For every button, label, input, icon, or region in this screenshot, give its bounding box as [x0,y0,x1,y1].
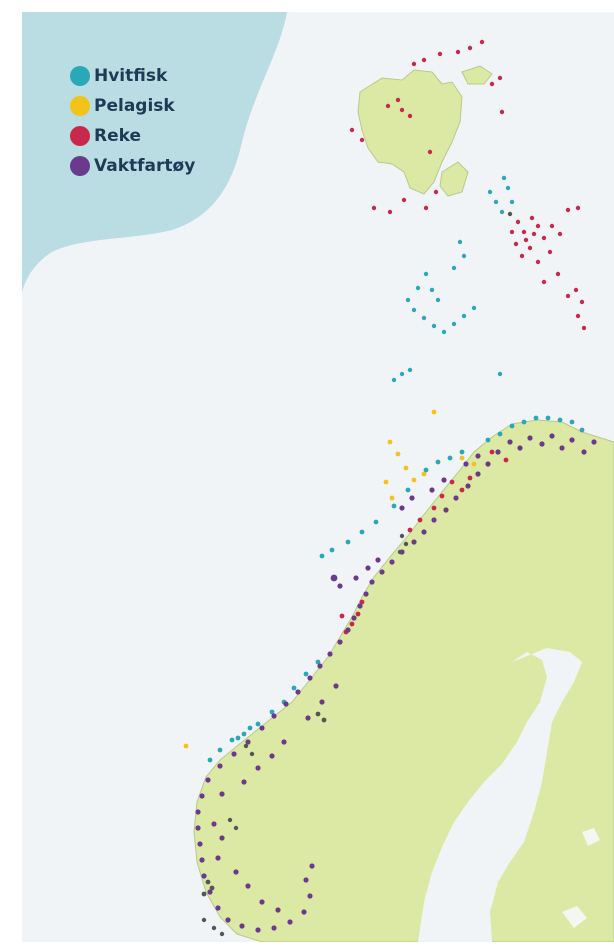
legend-item-hvitfisk: Hvitfisk [70,64,195,88]
track-hvitfisk-coast [207,415,585,763]
track-vaktfartoy [195,433,597,933]
arctic-ocean-region [22,12,287,292]
track-reke-svalbard [349,39,587,331]
legend-label-vaktfartoy: Vaktfartøy [94,156,196,176]
svalbard-island-east [439,161,469,197]
legend-item-reke: Reke [70,124,195,148]
track-reke-coast [339,449,509,635]
legend-swatch-pelagisk [70,96,90,116]
lake-1 [562,906,587,928]
track-hvitfisk-barents [391,175,515,383]
gulf-of-bothnia [418,648,582,942]
track-other-vessels [201,211,513,937]
svalbard-island-north [461,65,493,85]
legend-label-pelagisk: Pelagisk [94,96,175,116]
legend: Hvitfisk Pelagisk Reke Vaktfartøy [70,64,195,184]
map-canvas [22,12,614,942]
map-area[interactable]: Hvitfisk Pelagisk Reke Vaktfartøy [22,12,614,942]
legend-label-hvitfisk: Hvitfisk [94,66,168,86]
legend-item-pelagisk: Pelagisk [70,94,195,118]
legend-label-reke: Reke [94,126,141,146]
legend-swatch-reke [70,126,90,146]
lake-2 [582,828,600,846]
legend-swatch-vaktfartoy [70,156,90,176]
track-pelagisk [183,409,477,749]
legend-item-vaktfartoy: Vaktfartøy [70,154,195,178]
legend-swatch-hvitfisk [70,66,90,86]
svalbard-landmass [357,69,463,195]
